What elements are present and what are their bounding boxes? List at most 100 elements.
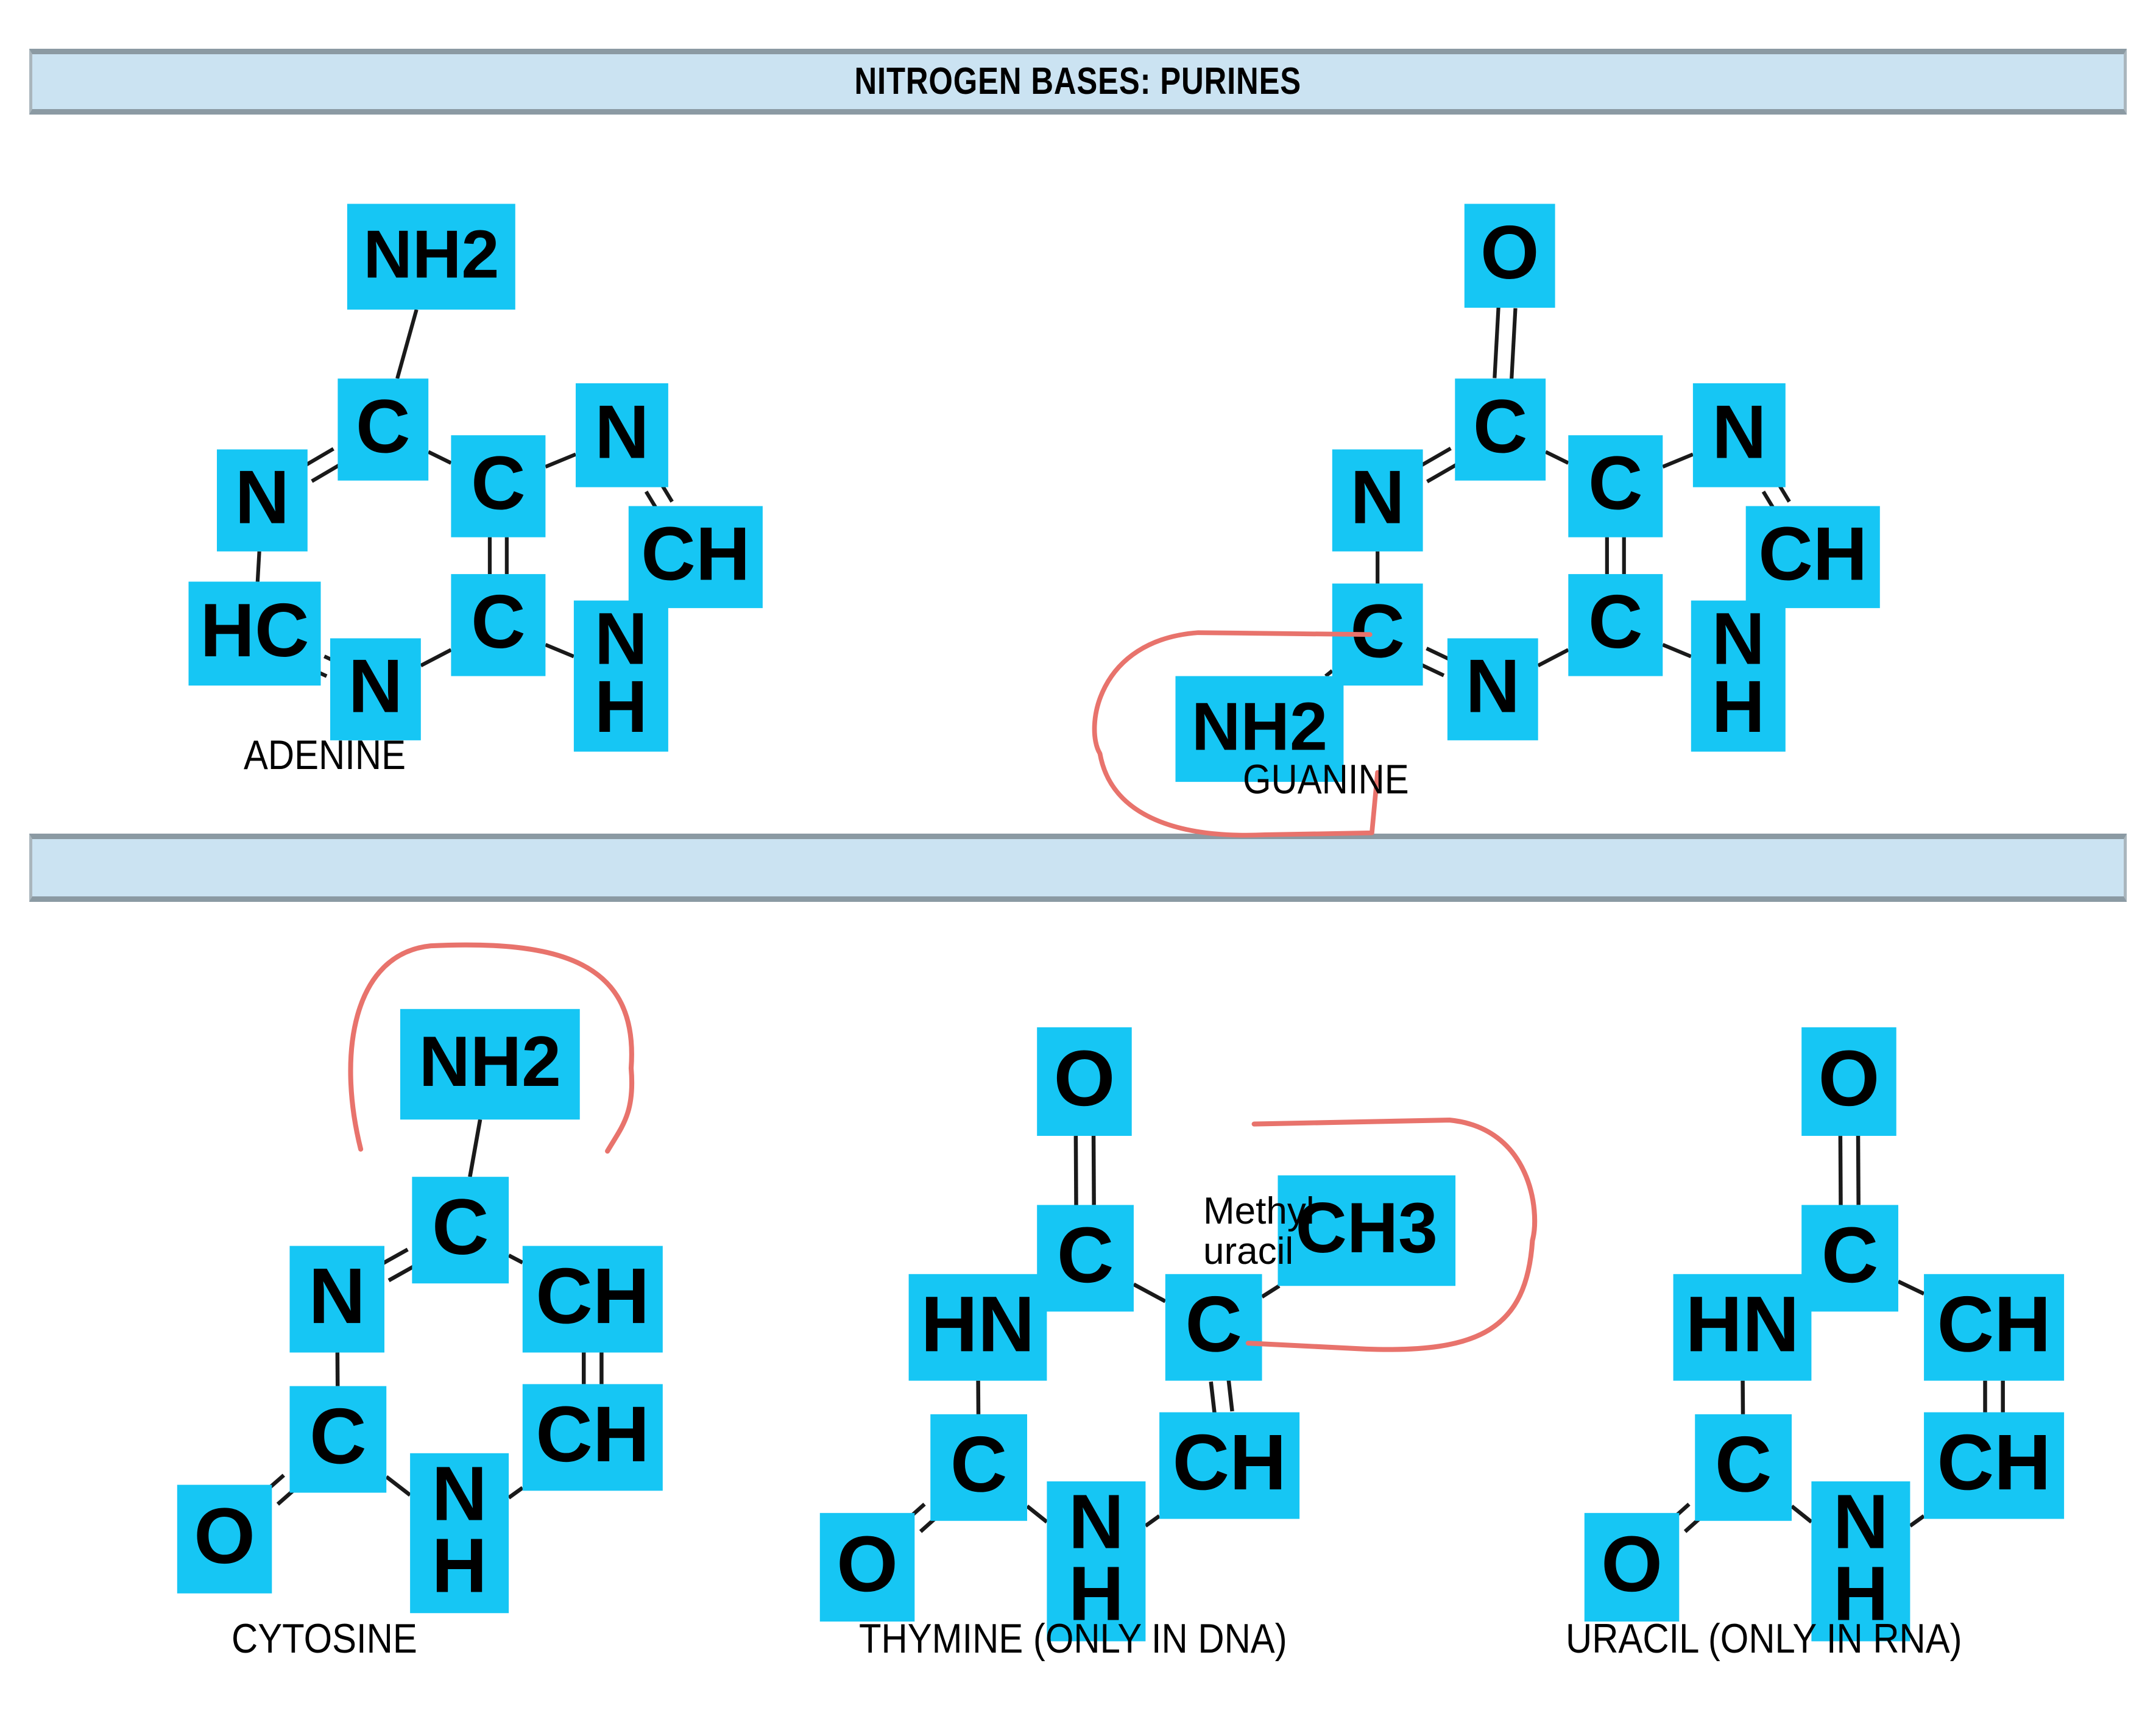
- bond: [509, 1255, 523, 1263]
- bond: [1262, 1286, 1279, 1297]
- bond: [1663, 645, 1691, 656]
- atom-label: C: [1588, 580, 1643, 664]
- bond: [1663, 455, 1693, 467]
- bond: [303, 449, 334, 467]
- atom-n3: HN: [909, 1274, 1047, 1381]
- atom-label: C: [1057, 1211, 1114, 1299]
- atom-label: N: [595, 391, 649, 475]
- bond: [545, 645, 573, 656]
- atom-nh2: NH2: [400, 1009, 580, 1119]
- atom-nh2: NH2: [347, 204, 515, 310]
- atom-c2: C: [1695, 1414, 1792, 1521]
- bond: [1427, 648, 1451, 660]
- bond: [1229, 1380, 1232, 1411]
- atom-c6: C: [1455, 378, 1546, 480]
- atom-label: CH: [535, 1391, 649, 1478]
- atom-label: O: [1601, 1520, 1663, 1608]
- atom-label: N: [348, 645, 403, 729]
- atom-label: CH: [1173, 1419, 1287, 1506]
- bond: [1858, 1136, 1859, 1205]
- atom-c6: CH: [523, 1384, 663, 1491]
- atom-n1: N: [1332, 449, 1423, 551]
- atom-label: C: [1185, 1280, 1242, 1368]
- atom-n3: N: [289, 1246, 384, 1353]
- atom-label: O: [1054, 1035, 1115, 1122]
- bond: [1792, 1506, 1811, 1522]
- caption-thymine: THYMINE (ONLY IN DNA): [859, 1615, 1287, 1662]
- atom-c4: C: [1568, 574, 1663, 676]
- bond: [470, 1119, 480, 1177]
- atom-c5: C: [1568, 435, 1663, 537]
- bond: [1419, 448, 1451, 467]
- caption-uracil: URACIL (ONLY IN RNA): [1566, 1615, 1962, 1662]
- atom-label: O: [194, 1492, 255, 1580]
- atom-n9: NH: [574, 597, 668, 751]
- bond: [1211, 1381, 1215, 1413]
- atom-label: N: [1712, 391, 1767, 475]
- bond: [1494, 307, 1498, 378]
- bond: [421, 650, 451, 665]
- atom-label: NH2: [363, 216, 499, 292]
- atom-label: C: [1350, 590, 1405, 674]
- atom-c6: C: [338, 378, 428, 480]
- bond: [1840, 1136, 1841, 1205]
- atom-label: C: [1715, 1420, 1772, 1508]
- atom-c2: C: [289, 1386, 386, 1493]
- caption-cytosine: CYTOSINE: [232, 1615, 417, 1662]
- atom-c2: HC: [188, 581, 320, 685]
- page-title: NITROGEN BASES: PURINES: [855, 63, 1302, 101]
- bond: [1546, 452, 1568, 463]
- atom-label: H: [595, 665, 648, 748]
- atom-c6: CH: [1924, 1413, 2064, 1519]
- atom-label: O: [1818, 1035, 1880, 1122]
- bond: [1419, 664, 1444, 675]
- bond: [1910, 1516, 1924, 1526]
- atom-label: CH: [535, 1252, 649, 1340]
- atom-o6: O: [1465, 204, 1555, 307]
- atom-n3: N: [330, 638, 421, 740]
- atom-label: HN: [1685, 1280, 1799, 1368]
- atom-o2: O: [820, 1513, 915, 1622]
- bond: [1326, 671, 1332, 676]
- atom-c4: C: [1801, 1205, 1898, 1311]
- bond: [312, 464, 342, 481]
- atom-c6: CH: [1159, 1413, 1299, 1519]
- atom-o4: O: [1801, 1027, 1896, 1136]
- atom-o4: O: [1037, 1027, 1132, 1136]
- atom-label: H: [1712, 665, 1765, 748]
- atom-label: CH: [641, 512, 750, 597]
- bond: [258, 551, 260, 582]
- atom-c5: C: [1165, 1274, 1262, 1381]
- atom-o2: O: [177, 1485, 272, 1594]
- banner-purines: NITROGEN BASES: PURINES: [29, 49, 2127, 115]
- bond: [1427, 463, 1460, 481]
- bond: [509, 1488, 523, 1498]
- atom-label: C: [1822, 1211, 1879, 1299]
- atom-label: C: [356, 385, 411, 469]
- atom-label: NH2: [1192, 688, 1327, 764]
- atom-label: C: [432, 1183, 489, 1271]
- atom-label: C: [950, 1420, 1008, 1508]
- bond: [1538, 650, 1569, 665]
- atom-label: C: [1588, 441, 1643, 525]
- atom-label: C: [471, 580, 526, 664]
- atom-c4: C: [1037, 1205, 1134, 1311]
- atom-label: HN: [921, 1280, 1034, 1368]
- atom-c8: CH: [1746, 506, 1880, 608]
- atom-label: N: [308, 1252, 366, 1340]
- atom-c5: CH: [1924, 1274, 2064, 1381]
- bond: [1134, 1285, 1165, 1302]
- caption-adenine: ADENINE: [244, 731, 406, 779]
- atom-c4: C: [412, 1177, 509, 1283]
- bond: [386, 1477, 410, 1495]
- atom-n3: N: [1447, 638, 1538, 740]
- atom-label: CH: [1937, 1280, 2051, 1368]
- atom-label: N: [1466, 645, 1521, 729]
- caption-guanine: GUANINE: [1243, 756, 1409, 803]
- atom-label: HC: [200, 589, 309, 673]
- bond: [1898, 1282, 1924, 1294]
